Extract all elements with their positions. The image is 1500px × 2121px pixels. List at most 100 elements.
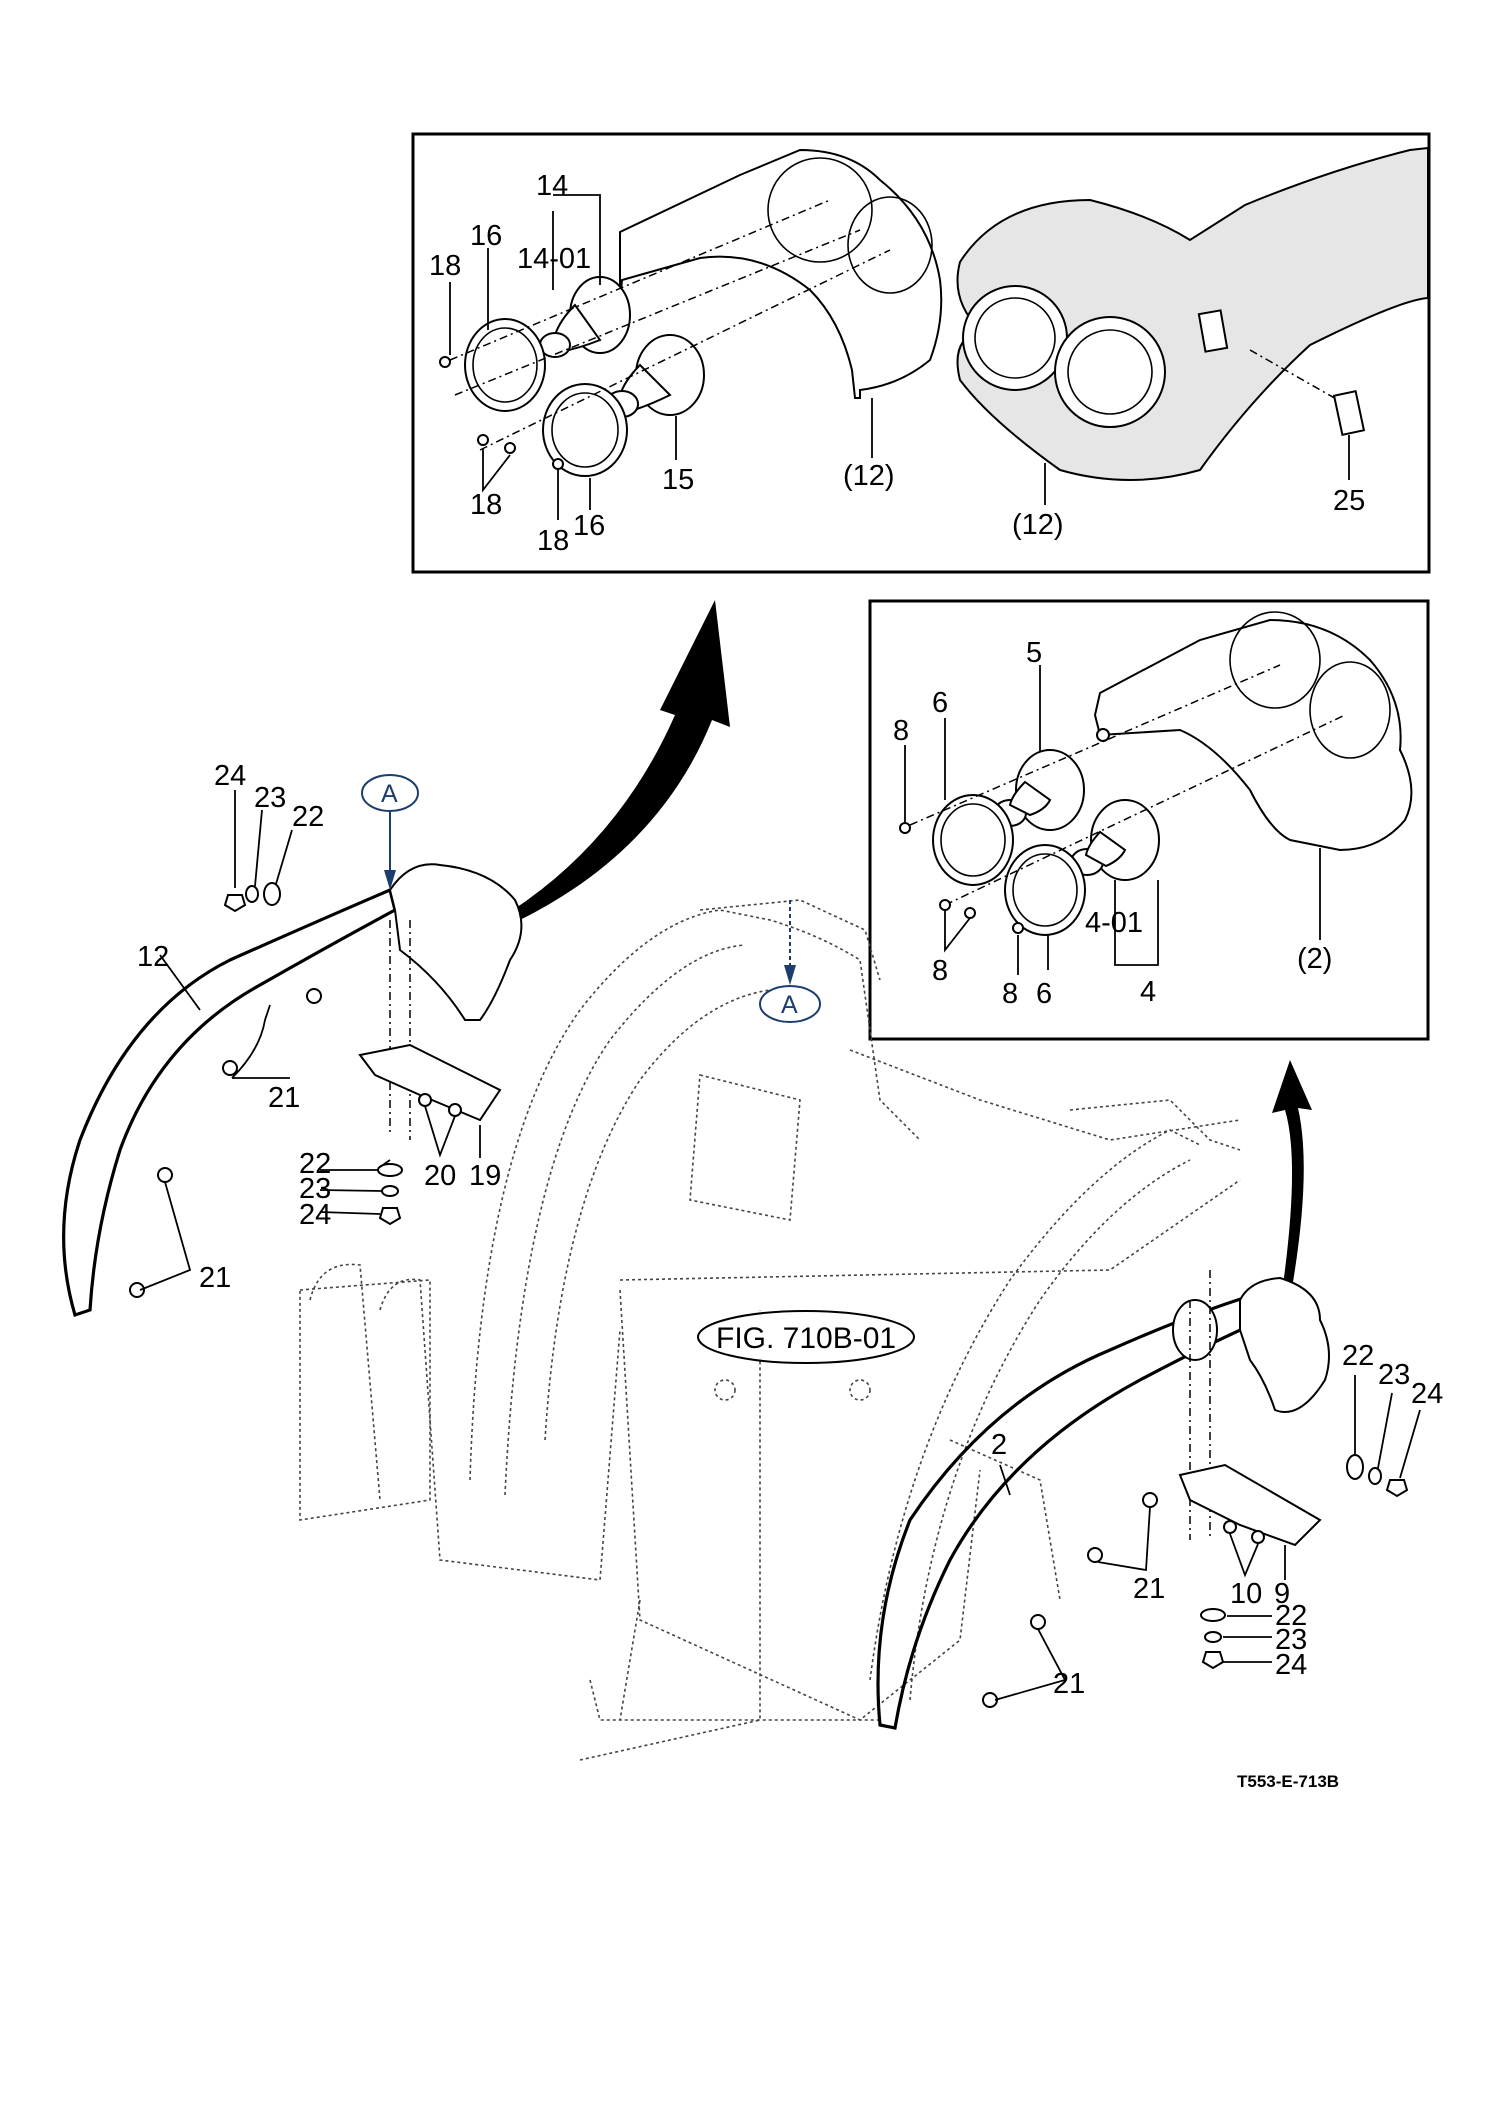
tractor-chassis	[299, 899, 1241, 1761]
washer-23	[381, 1185, 399, 1197]
lamp-opening-right	[1054, 316, 1166, 428]
callout-8: 8	[893, 715, 909, 747]
figure-reference-oval	[697, 1310, 915, 1364]
callout-18: 18	[429, 250, 461, 282]
callout-19: 19	[469, 1160, 501, 1192]
ring-16-lower	[542, 383, 628, 477]
lamp-5	[993, 749, 1085, 831]
ring-6-lower	[1004, 844, 1086, 936]
view-marker-a-label: A	[781, 991, 798, 1019]
callout-10: 10	[1230, 1578, 1262, 1610]
callout-5: 5	[1026, 637, 1042, 669]
bolt-21	[222, 1060, 238, 1076]
screw-18	[439, 356, 451, 368]
callout-22: 22	[299, 1148, 331, 1180]
callout-24: 24	[299, 1199, 331, 1231]
view-marker-a-label: A	[381, 780, 398, 808]
callout-24: 24	[214, 760, 246, 792]
callout-21: 21	[1053, 1668, 1085, 1700]
ring-6-upper	[932, 794, 1014, 886]
callout-22: 22	[1342, 1340, 1374, 1372]
callout-14: 14	[536, 170, 568, 202]
detail-view-upper: 14 14-01 16 18 18 18 16 15 (12) (12) 25	[411, 132, 1431, 574]
screw-8	[1012, 922, 1024, 934]
callout-8: 8	[1002, 978, 1018, 1010]
callout-2: (2)	[1297, 943, 1332, 975]
arrow-to-lower-detail	[1272, 1060, 1312, 1288]
right-lamp-housing	[1239, 1276, 1330, 1413]
callout-25: 25	[1333, 485, 1365, 517]
right-fender-assembly: 22 23 24 2 21 10 9 22 23 24 21	[876, 1270, 1443, 1730]
bolt-21	[129, 1282, 145, 1298]
callout-9: 9	[1274, 1578, 1290, 1610]
callout-23: 23	[299, 1173, 331, 1205]
lamp-4	[1070, 799, 1160, 881]
bracket-9	[1178, 1463, 1322, 1547]
ring-16-upper	[464, 318, 546, 412]
right-inner-bracket	[1172, 1299, 1218, 1361]
drawing-code: T553-E-713B	[1237, 1772, 1339, 1791]
screw-8	[899, 822, 911, 834]
lamp-opening-left	[962, 285, 1068, 391]
callout-8: 8	[932, 955, 948, 987]
washer-22	[1346, 1454, 1364, 1480]
callout-23: 23	[1275, 1624, 1307, 1656]
callout-23: 23	[1378, 1359, 1410, 1391]
bolt-21	[157, 1167, 173, 1183]
callout-12: (12)	[1012, 509, 1064, 541]
callout-16: 16	[470, 220, 502, 252]
callout-6: 6	[932, 687, 948, 719]
screw-8	[964, 907, 976, 919]
callout-14-01: 14-01	[517, 243, 591, 275]
bolt-20	[448, 1103, 462, 1117]
nut-24	[223, 894, 247, 913]
bolt-21	[1030, 1614, 1046, 1630]
inner-lamp-housing-2	[1093, 618, 1413, 852]
bolt-21	[982, 1692, 998, 1708]
callout-21: 21	[268, 1082, 300, 1114]
nut-24	[1201, 1651, 1225, 1670]
washer-23	[245, 885, 259, 903]
left-fender-assembly: A 24 23 22 12 21 22 23 24 20 19 21	[62, 760, 523, 1318]
callout-21: 21	[1133, 1573, 1165, 1605]
label-plate-25	[1332, 389, 1366, 437]
callout-12: (12)	[843, 460, 895, 492]
nut-24	[1385, 1479, 1409, 1498]
callout-20: 20	[424, 1160, 456, 1192]
detail-view-lower: 5 6 8 8 8 6 4-01 4 (2)	[868, 599, 1430, 1041]
washer-23	[1204, 1631, 1222, 1643]
callout-18: 18	[470, 489, 502, 521]
callout-15: 15	[662, 464, 694, 496]
washer-23	[1368, 1467, 1382, 1485]
figure-reference: FIG. 710B-01	[716, 1322, 896, 1355]
screw-18	[477, 434, 489, 446]
bolt-21	[306, 988, 322, 1004]
chassis-markers: A FIG. 710B-01	[697, 900, 915, 1364]
callout-16: 16	[573, 510, 605, 542]
left-lamp-housing	[388, 863, 523, 1021]
arrow-to-upper-detail	[510, 600, 730, 920]
washer-22	[1200, 1608, 1226, 1622]
washer-22	[263, 882, 281, 906]
lamp-15	[605, 334, 705, 418]
screw-18	[552, 458, 564, 470]
bolt-20	[418, 1093, 432, 1107]
bolt-21	[1142, 1492, 1158, 1508]
left-fender-12	[62, 887, 397, 1318]
callout-24: 24	[1275, 1649, 1307, 1681]
callout-23: 23	[254, 782, 286, 814]
nut-24	[378, 1207, 402, 1226]
switch-slot	[1197, 309, 1229, 353]
inner-lamp-housing	[619, 148, 943, 399]
bolt-10	[1223, 1520, 1237, 1534]
callout-18: 18	[537, 525, 569, 557]
callout-6: 6	[1036, 978, 1052, 1010]
callout-12: 12	[137, 941, 169, 973]
callout-24: 24	[1411, 1378, 1443, 1410]
callout-22: 22	[1275, 1600, 1307, 1632]
bolt-10	[1251, 1530, 1265, 1544]
callout-22: 22	[292, 801, 324, 833]
bracket-19	[358, 1043, 502, 1122]
callout-4: 4	[1140, 976, 1156, 1008]
